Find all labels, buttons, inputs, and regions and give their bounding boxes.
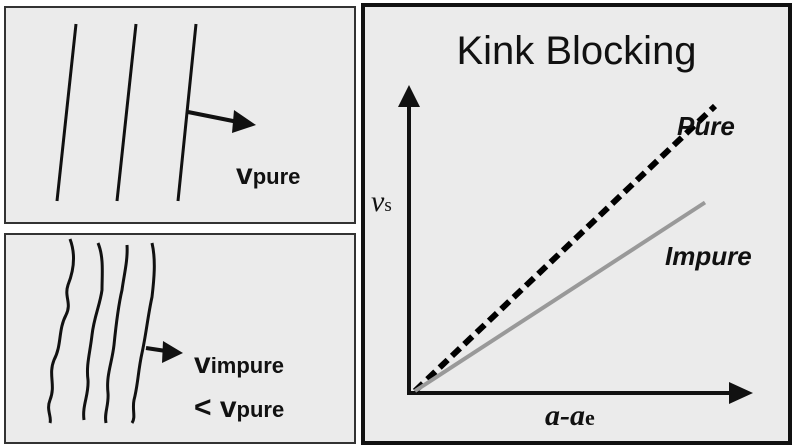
- pure-step-line: [55, 23, 78, 202]
- x-axis: [407, 382, 753, 404]
- velocity-arrow-icon: [145, 341, 183, 363]
- impure-step-line: [47, 238, 76, 424]
- pure-step-line: [176, 23, 198, 202]
- impure-step-line: [104, 244, 129, 424]
- impure-step-line: [130, 242, 156, 424]
- series-label-pure: Pure: [677, 111, 735, 141]
- v-impure-less-than-v-pure: < vpure: [194, 391, 285, 424]
- y-axis: [398, 85, 420, 393]
- v-impure-label: vimpure: [194, 347, 285, 380]
- series-line-pure: [412, 103, 718, 394]
- chart-title: Kink Blocking: [456, 29, 697, 73]
- pure-steps-drawing: [55, 23, 256, 202]
- impure-step-line: [82, 242, 104, 421]
- pure-step-line: [115, 23, 138, 202]
- impure-steps-panel: vimpure < vpure: [4, 233, 356, 444]
- y-axis-label: vs: [371, 185, 392, 218]
- series-label-impure: Impure: [665, 241, 752, 271]
- kink-blocking-chart: Kink Blocking vs a-ae Pure Impure: [361, 3, 792, 445]
- impure-steps-drawing: [47, 238, 183, 424]
- x-axis-label: a-ae: [545, 399, 595, 432]
- velocity-arrow-icon: [187, 110, 256, 133]
- chart-plot-area: [398, 85, 753, 404]
- pure-steps-panel: vpure: [4, 6, 356, 224]
- series-layer: [412, 103, 718, 394]
- series-line-impure: [413, 200, 707, 393]
- v-pure-label: vpure: [236, 158, 301, 191]
